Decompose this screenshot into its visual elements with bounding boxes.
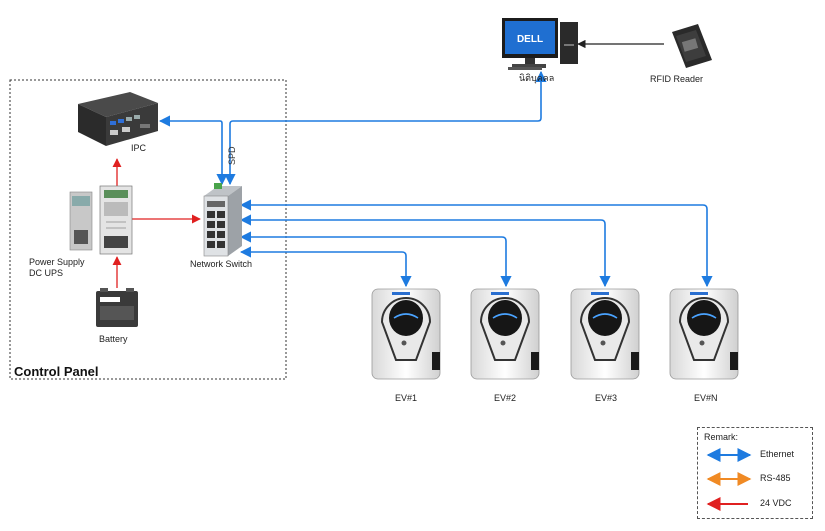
- ev-charger-icon: [470, 288, 540, 380]
- ev-charger-icon: [669, 288, 739, 380]
- ev-charger-icon: [371, 288, 441, 380]
- ev-charger-label: EV#3: [595, 393, 618, 403]
- legend-item-24vdc: 24 VDC: [704, 497, 808, 511]
- legend-item-rs485: RS-485: [704, 472, 808, 486]
- power-supply-icon: [69, 191, 93, 251]
- ethernet-arrow-icon: [706, 448, 752, 462]
- desktop-pc-icon: [502, 18, 578, 70]
- legend-label: 24 VDC: [760, 498, 792, 508]
- control-panel-title: Control Panel: [14, 364, 99, 379]
- rfid-reader-icon: [672, 24, 712, 68]
- dc-arrow-icon: [706, 497, 748, 511]
- network-switch-label: Network Switch: [190, 259, 253, 269]
- ethernet-line-ev-n: [239, 199, 713, 288]
- ethernet-line-switch-pc: [224, 70, 547, 186]
- legend-label: RS-485: [760, 473, 791, 483]
- dc-ups-label: DC UPS: [29, 268, 64, 278]
- ev-charger-icon: [570, 288, 640, 380]
- network-switch-icon: [203, 183, 242, 257]
- legend-title: Remark:: [704, 432, 739, 442]
- legend-item-ethernet: Ethernet: [704, 448, 808, 462]
- pc-label: นิติบุคคล: [519, 74, 555, 84]
- ethernet-line-ev-2: [239, 231, 512, 288]
- ev-charger-label: EV#N: [694, 393, 718, 403]
- power-supply-label: Power Supply: [29, 257, 85, 267]
- dc-ups-icon: [99, 185, 133, 255]
- ev-charger-label: EV#1: [395, 393, 418, 403]
- ethernet-line-ev-1: [239, 246, 412, 288]
- rfid-reader-label: RFID Reader: [650, 74, 704, 84]
- legend-label: Ethernet: [760, 449, 795, 459]
- ipc-label: IPC: [131, 143, 147, 153]
- ethernet-line-ipc-switch: [158, 115, 228, 186]
- monitor-brand-text: DELL: [517, 34, 543, 45]
- legend: Remark: Ethernet RS-485 24 VDC: [697, 427, 813, 519]
- battery-icon: [96, 288, 138, 327]
- battery-label: Battery: [99, 334, 128, 344]
- ev-charger-label: EV#2: [494, 393, 517, 403]
- rs485-arrow-icon: [706, 472, 752, 486]
- ethernet-line-ev-3: [239, 214, 611, 288]
- spd-label: SPD: [227, 146, 237, 165]
- ipc-icon: [78, 92, 158, 146]
